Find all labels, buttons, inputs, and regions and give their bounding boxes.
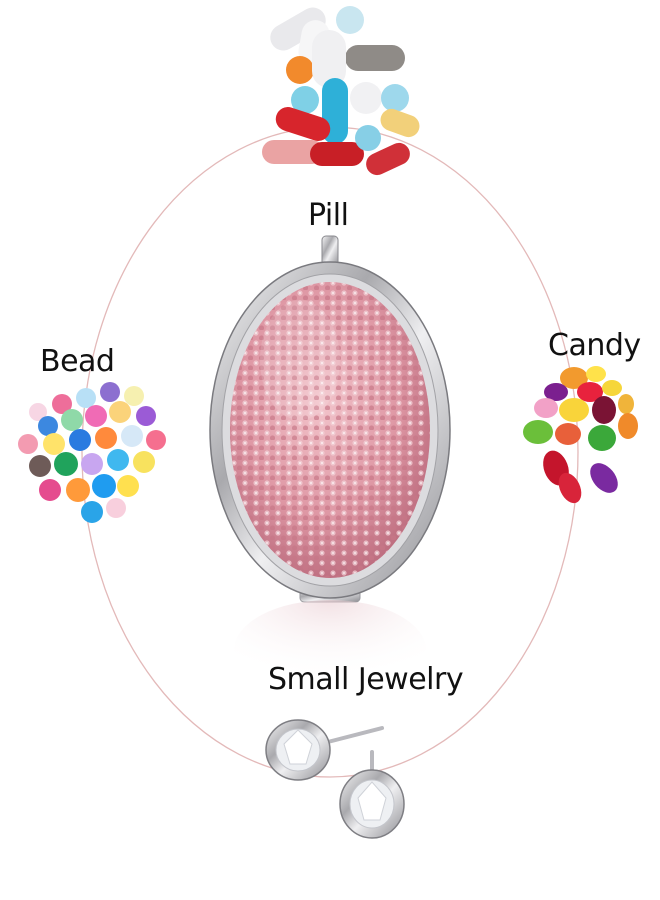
bead-label: Bead (40, 344, 115, 379)
pill-cluster-image (262, 6, 420, 176)
bead-cluster-image (18, 382, 166, 523)
earrings-image (265, 719, 405, 839)
candy-cluster-image (523, 366, 638, 504)
candy-label: Candy (548, 328, 641, 363)
small-jewelry-label: Small Jewelry (268, 662, 464, 697)
pill-case-image (209, 235, 451, 700)
pill-label: Pill (308, 198, 349, 233)
